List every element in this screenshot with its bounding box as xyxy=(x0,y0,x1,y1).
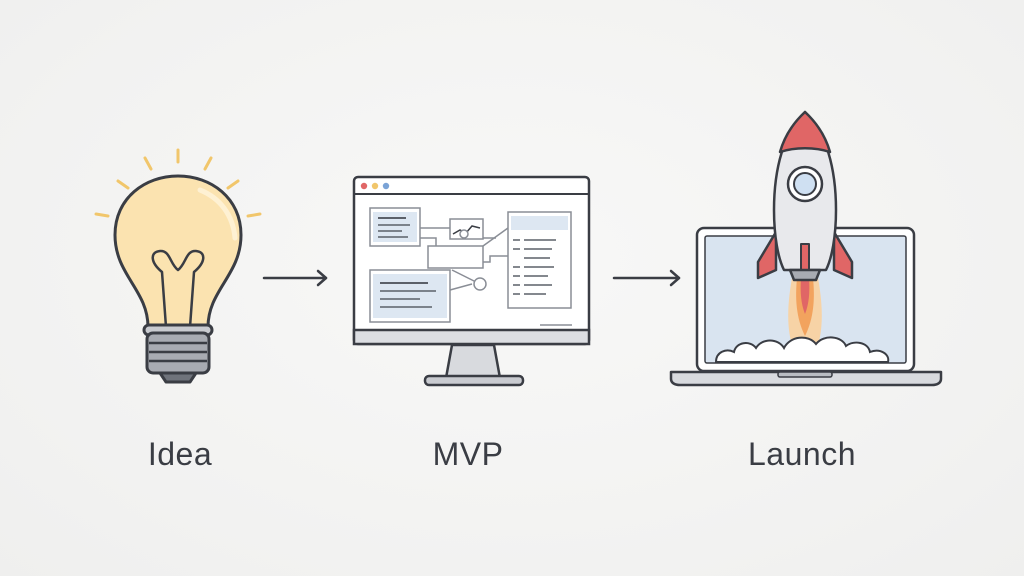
bulb-glass xyxy=(113,174,243,329)
smoke-clouds xyxy=(714,336,890,363)
arrow-right-icon xyxy=(262,269,328,287)
laptop-base xyxy=(669,370,943,387)
window-title-bar xyxy=(354,182,589,195)
rocket-icon xyxy=(756,110,854,282)
step-label-idea: Idea xyxy=(147,436,213,472)
bulb-base xyxy=(145,331,211,384)
rocket-laptop-icon xyxy=(669,110,943,387)
bulb-filament xyxy=(151,249,205,329)
step-label-launch: Launch xyxy=(748,436,856,472)
lightbulb-icon xyxy=(94,148,262,384)
wireframe-content xyxy=(369,207,572,326)
monitor-stand xyxy=(423,343,525,387)
desktop-wireframe-icon xyxy=(352,175,591,387)
step-label-mvp: MVP xyxy=(432,436,504,472)
arrow-right-icon xyxy=(612,269,681,287)
light-rays xyxy=(94,148,262,218)
